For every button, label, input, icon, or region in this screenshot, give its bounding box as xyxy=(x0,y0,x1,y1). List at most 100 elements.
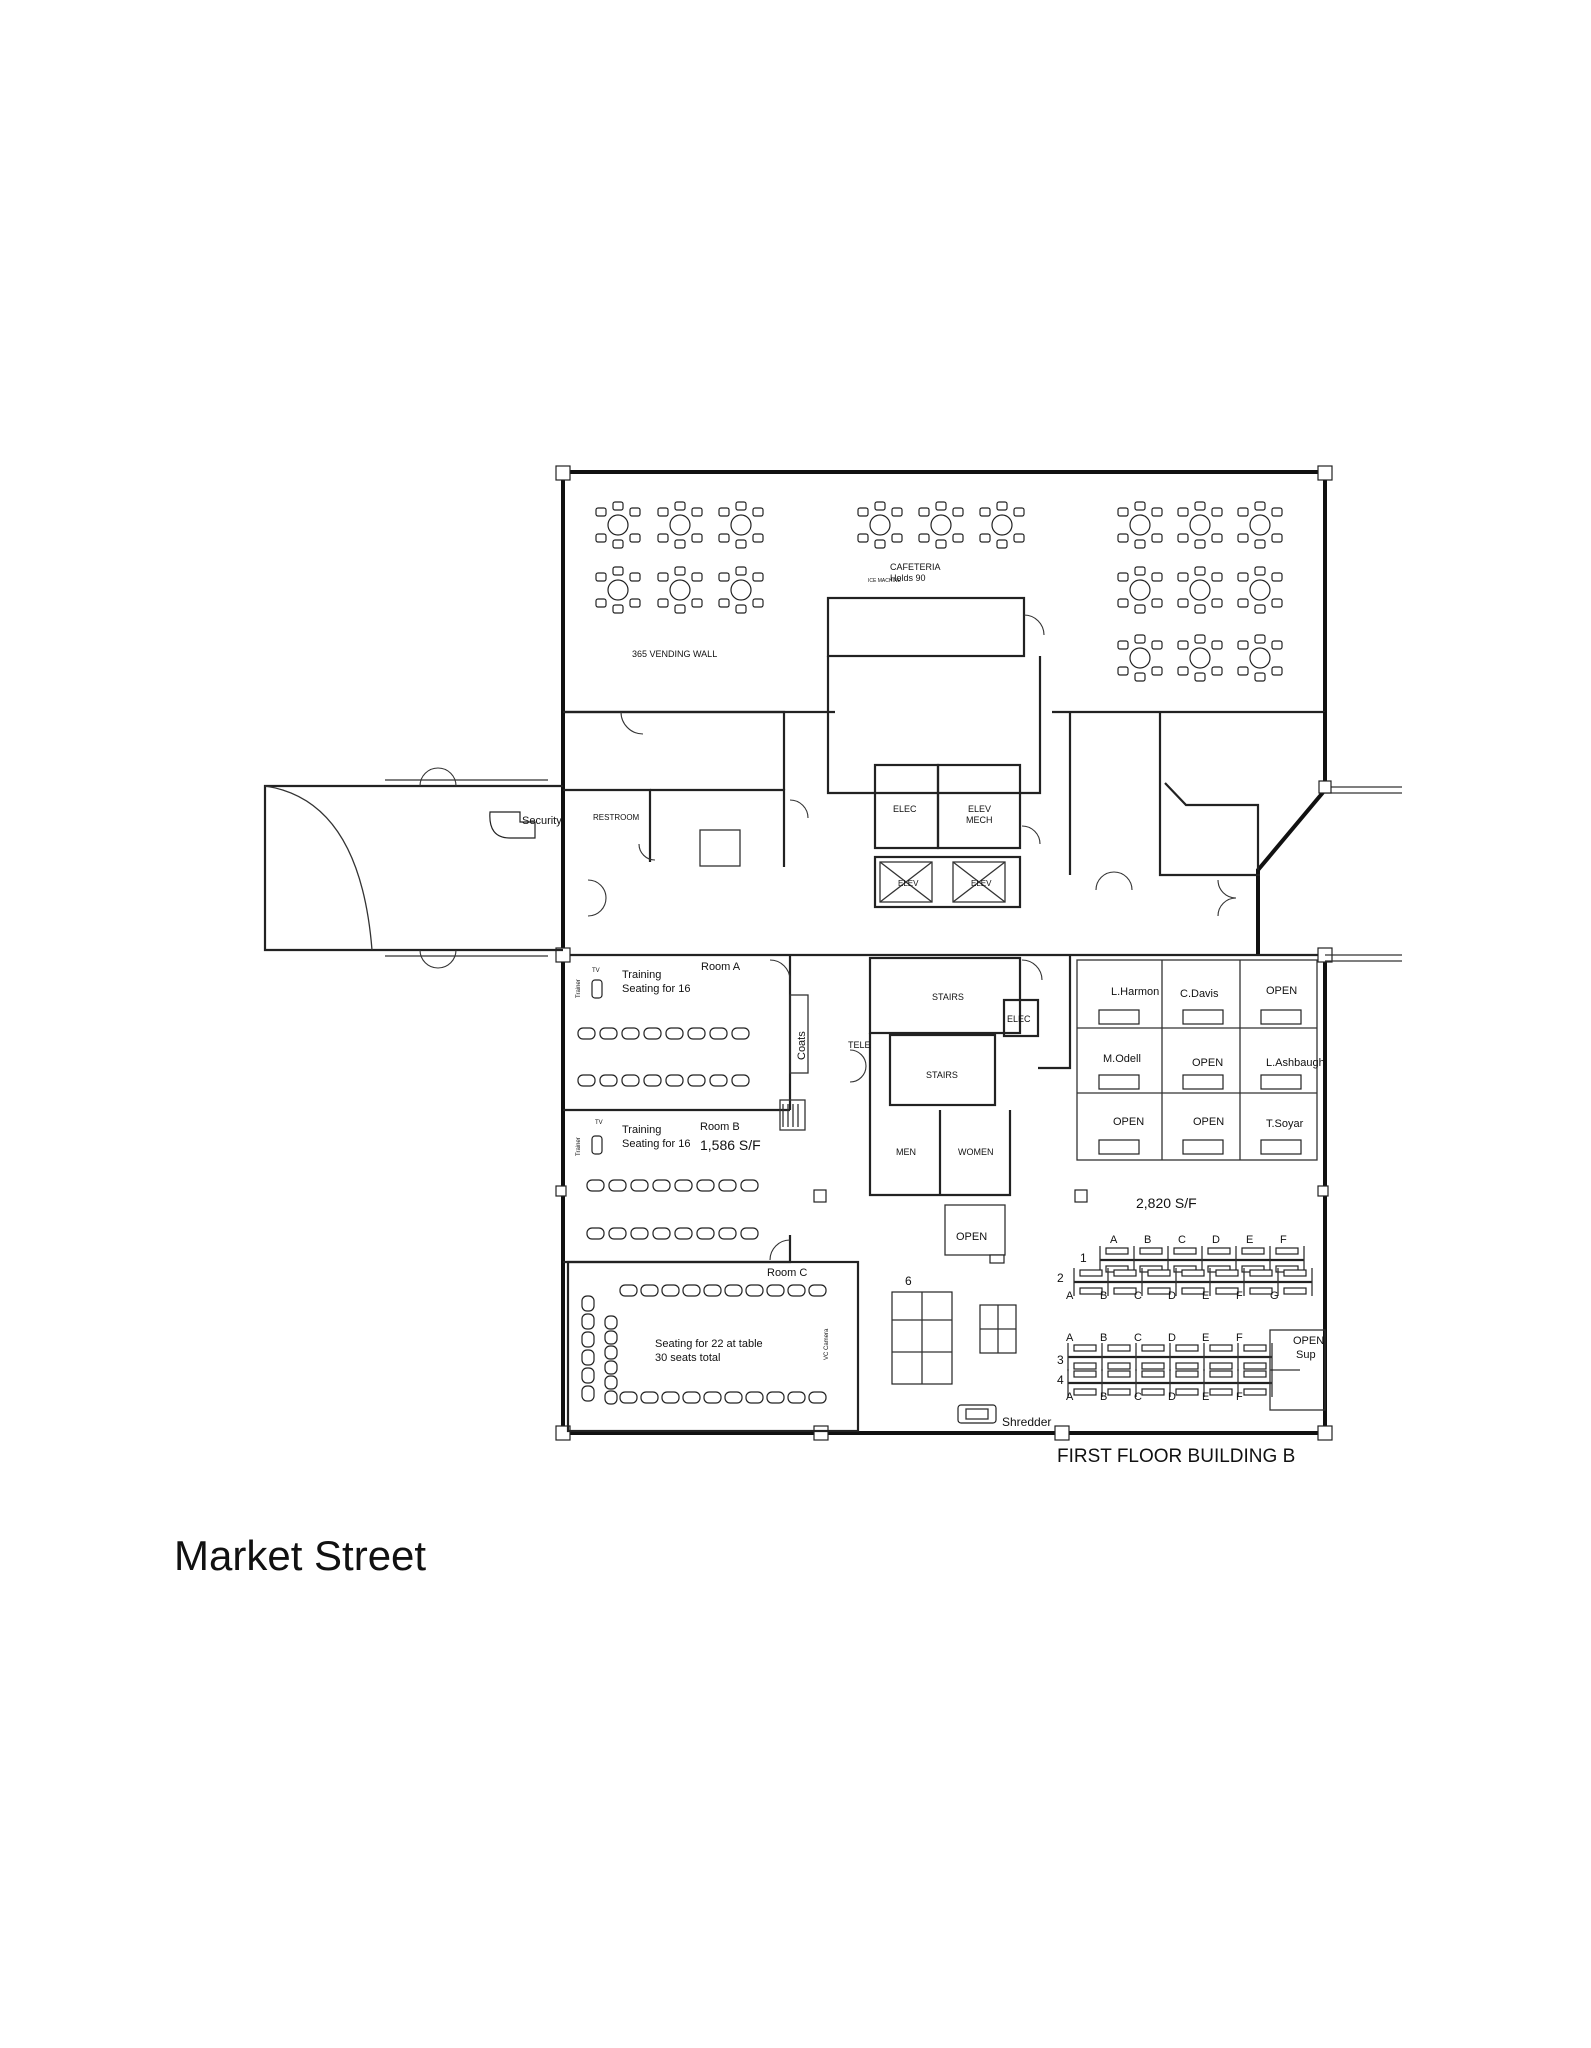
cafeteria-table xyxy=(1237,566,1283,614)
office-open-1-label: OPEN xyxy=(1266,985,1297,997)
cafeteria-table xyxy=(1117,501,1163,549)
open-sup-label-2: Sup xyxy=(1296,1349,1316,1361)
training-seat xyxy=(604,1375,618,1390)
training-seat xyxy=(581,1331,595,1348)
workstation-letter: F xyxy=(1236,1391,1243,1403)
training-seat xyxy=(586,1227,605,1240)
workstation-letter: E xyxy=(1202,1332,1209,1344)
cafeteria-table xyxy=(1237,501,1283,549)
training-seat xyxy=(724,1284,743,1297)
workstation-letter: D xyxy=(1168,1391,1176,1403)
cafeteria-table xyxy=(718,501,764,549)
training-seat xyxy=(766,1284,785,1297)
cafeteria-table xyxy=(857,501,903,549)
training-seat xyxy=(696,1179,715,1192)
elevator-2-label: ELEV xyxy=(971,879,992,888)
training-seat xyxy=(619,1391,638,1404)
training-seat xyxy=(703,1284,722,1297)
row-1-label: 1 xyxy=(1080,1251,1087,1265)
workstation-letter: B xyxy=(1100,1290,1107,1302)
workstation-letter: C xyxy=(1134,1290,1142,1302)
training-seat xyxy=(621,1074,640,1087)
workstation-letter: F xyxy=(1280,1234,1287,1246)
elev-mech-label-1: ELEV xyxy=(968,804,991,814)
training-seat xyxy=(703,1391,722,1404)
office-open-2-label: OPEN xyxy=(1192,1057,1223,1069)
training-seat xyxy=(652,1227,671,1240)
workstation-letter: E xyxy=(1202,1391,1209,1403)
office-davis-label: C.Davis xyxy=(1180,988,1219,1000)
training-seat xyxy=(718,1179,737,1192)
training-seat xyxy=(581,1367,595,1384)
cafeteria-table xyxy=(1117,566,1163,614)
office-soyar-label: T.Soyar xyxy=(1266,1118,1304,1130)
cafeteria-table xyxy=(1177,566,1223,614)
elevator-1-label: ELEV xyxy=(898,879,919,888)
training-seat xyxy=(740,1227,759,1240)
training-seat xyxy=(808,1284,827,1297)
row-4-label: 4 xyxy=(1057,1373,1064,1387)
training-seat xyxy=(581,1385,595,1402)
training-seat xyxy=(577,1027,596,1040)
workstation-letter: F xyxy=(1236,1290,1243,1302)
ice-machine-label: ICE MACHINE xyxy=(868,578,901,584)
right-area-label: 2,820 S/F xyxy=(1136,1195,1197,1211)
women-label: WOMEN xyxy=(958,1147,994,1157)
training-seat xyxy=(731,1074,750,1087)
room-c-total-label: 30 seats total xyxy=(655,1352,720,1364)
cafeteria-table xyxy=(1117,634,1163,682)
training-seat xyxy=(621,1027,640,1040)
training-seat xyxy=(643,1027,662,1040)
training-seat xyxy=(604,1315,618,1330)
cafeteria-table xyxy=(1177,634,1223,682)
training-seat xyxy=(599,1074,618,1087)
training-seat xyxy=(745,1284,764,1297)
stairs-1-label: STAIRS xyxy=(932,992,964,1002)
interior-walls xyxy=(489,596,1260,1433)
office-ashbaugh-label: L.Ashbaugh xyxy=(1266,1057,1325,1069)
training-seat xyxy=(674,1179,693,1192)
workstation-letter: D xyxy=(1168,1290,1176,1302)
training-seat xyxy=(661,1391,680,1404)
training-seat xyxy=(604,1360,618,1375)
room-b-training-label: Training xyxy=(622,1124,661,1136)
training-seat xyxy=(608,1179,627,1192)
row-2-label: 2 xyxy=(1057,1271,1064,1285)
workstation-letter: D xyxy=(1168,1332,1176,1344)
training-seat xyxy=(718,1227,737,1240)
room-c-label: Room C xyxy=(767,1267,807,1279)
training-seat xyxy=(604,1330,618,1345)
training-seat xyxy=(808,1391,827,1404)
office-open-3-label: OPEN xyxy=(1113,1116,1144,1128)
workstation-letter: G xyxy=(1270,1290,1279,1302)
cluster-6 xyxy=(891,1291,1017,1385)
cafeteria-label: CAFETERIA xyxy=(890,562,941,572)
men-label: MEN xyxy=(896,1147,916,1157)
cafeteria-table xyxy=(595,501,641,549)
shredder xyxy=(957,1404,997,1424)
street-title: Market Street xyxy=(174,1532,427,1579)
workstation-letter: C xyxy=(1178,1234,1186,1246)
training-seat xyxy=(599,1027,618,1040)
room-b-label: Room B xyxy=(700,1121,740,1133)
tv-label-a: TV xyxy=(592,968,600,974)
training-seat xyxy=(740,1179,759,1192)
training-seat xyxy=(581,1313,595,1330)
training-seat xyxy=(665,1027,684,1040)
room-b-seating-label: Seating for 16 xyxy=(622,1138,691,1150)
workstation-letter: A xyxy=(1066,1391,1074,1403)
workstation-letter: B xyxy=(1100,1391,1107,1403)
training-seat xyxy=(682,1284,701,1297)
training-seat xyxy=(577,1074,596,1087)
cafeteria-table xyxy=(657,501,703,549)
elec-label: ELEC xyxy=(893,804,917,814)
training-seat xyxy=(745,1391,764,1404)
cafeteria-table xyxy=(1177,501,1223,549)
room-c-seating-label: Seating for 22 at table xyxy=(655,1338,763,1350)
open-sup-label-1: OPEN xyxy=(1293,1335,1324,1347)
cafeteria-table xyxy=(595,566,641,614)
office-odell-label: M.Odell xyxy=(1103,1053,1141,1065)
office-open-4-label: OPEN xyxy=(1193,1116,1224,1128)
training-seat xyxy=(586,1179,605,1192)
